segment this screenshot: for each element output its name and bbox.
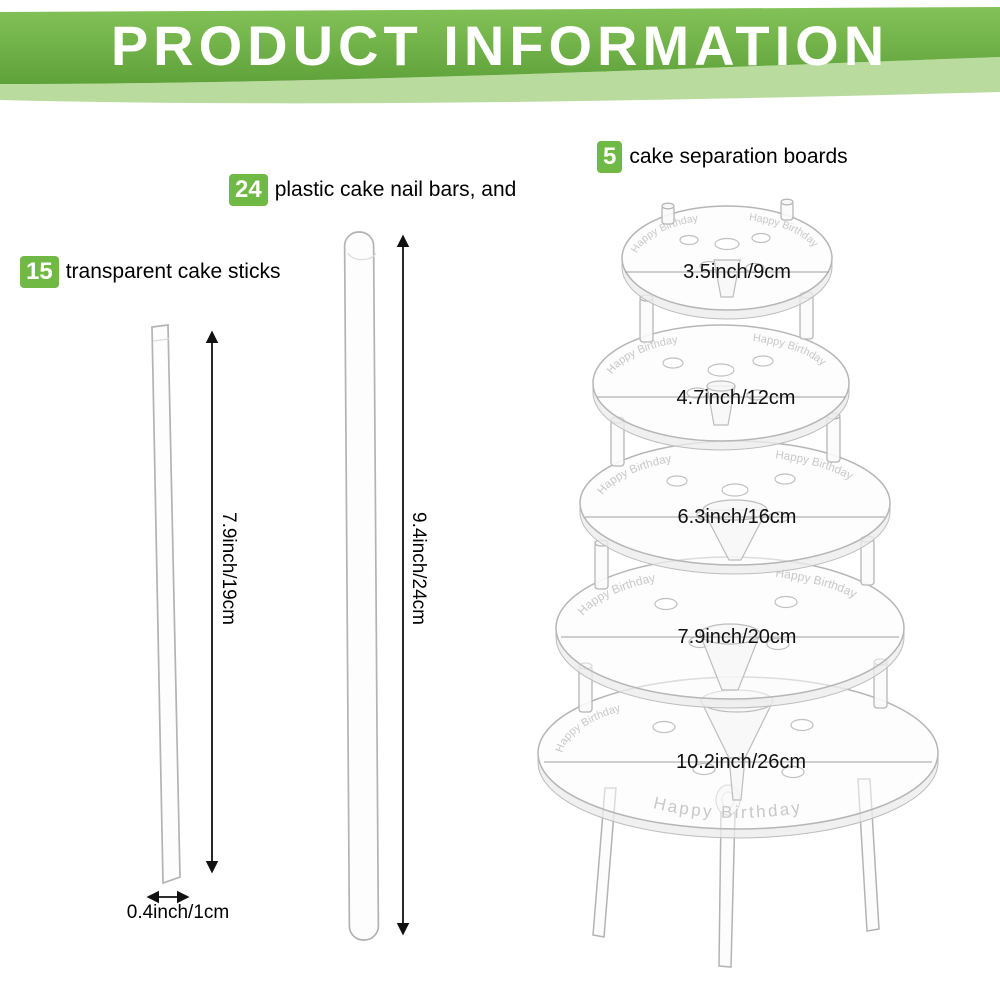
banner-ribbon [0,7,1000,104]
sticks-count-badge: 15 [20,256,59,288]
boards-heading: 5 cake separation boards [597,141,848,173]
nail-bar-illustration [343,231,410,941]
sticks-heading: 15 transparent cake sticks [20,256,280,288]
board-tier-4: Happy Birthday Happy Birthday [555,556,905,709]
nail-bar-length-label: 9.4inch/24cm [408,512,429,626]
stick-shape [151,324,181,885]
boards-count-badge: 5 [597,141,623,173]
nail-bars-label: plastic cake nail bars, and [274,178,517,201]
board-tier-2: Happy Birthday Happy Birthday [592,324,850,451]
nail-bars-count-badge: 24 [229,174,268,206]
board-tier-5: Happy Birthday Happy Birthday [537,676,939,839]
board-size-label-4: 7.9inch/20cm [677,626,797,648]
board-size-label-5: 10.2inch/26cm [675,751,807,773]
board-tier-1: Happy Birthday Happy Birthday [621,198,833,320]
stick-illustration [146,324,219,904]
board-size-label-1: 3.5inch/9cm [683,261,791,283]
page-title: PRODUCT INFORMATION [110,14,890,77]
board-size-label-3: 6.3inch/16cm [677,506,797,528]
boards-illustration: Happy Birthday Happy Birthday [537,198,939,968]
sticks-label: transparent cake sticks [65,260,281,283]
nail-bar-shape [343,231,380,941]
banner-light-strip [0,57,1000,104]
stick-diameter-label: 0.4inch/1cm [126,902,230,923]
boards-label: cake separation boards [629,145,848,168]
nail-bars-heading: 24 plastic cake nail bars, and [229,174,516,206]
board-size-label-2: 4.7inch/12cm [676,387,796,409]
banner-main-strip [0,7,1000,84]
board-tier-3: Happy Birthday Happy Birthday [579,440,891,575]
stick-length-label: 7.9inch/19cm [218,512,239,626]
